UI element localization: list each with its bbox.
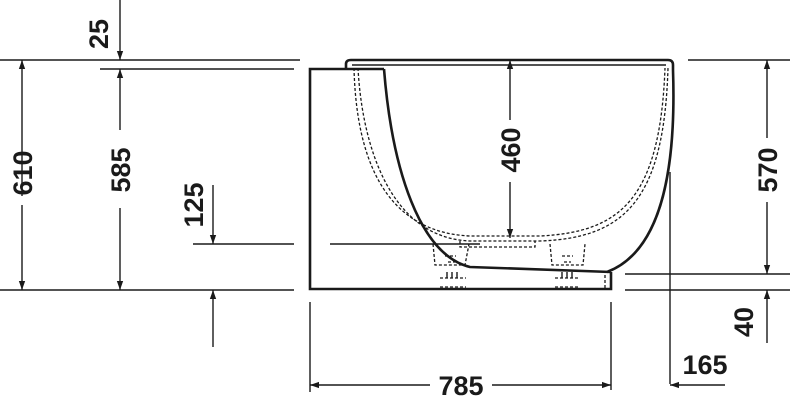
label-foot-height: 40 [729,307,759,337]
label-floor-offset: 125 [179,182,209,227]
drain-outline [459,241,536,248]
foot-left [432,243,470,288]
side-panel [308,67,613,291]
foot-right [549,243,586,288]
label-panel-height: 585 [106,147,136,192]
dimension-arrows [18,0,771,389]
inner-hidden-line-1 [353,67,666,237]
label-inner-depth: 460 [496,127,526,172]
label-overhang: 165 [682,350,727,380]
label-total-height: 610 [8,150,38,195]
tub-rim [344,58,675,70]
dimension-labels: 25 610 585 125 460 570 40 785 165 [8,19,783,401]
bathtub [308,58,675,291]
shell-left-curve [382,68,612,274]
label-right-height: 570 [753,147,783,192]
inner-hidden-line-2 [357,67,669,242]
reference-lines [0,59,790,392]
shell-right-curve [606,69,675,274]
label-rim-thickness: 25 [84,19,114,49]
label-overall-width: 785 [438,371,483,401]
